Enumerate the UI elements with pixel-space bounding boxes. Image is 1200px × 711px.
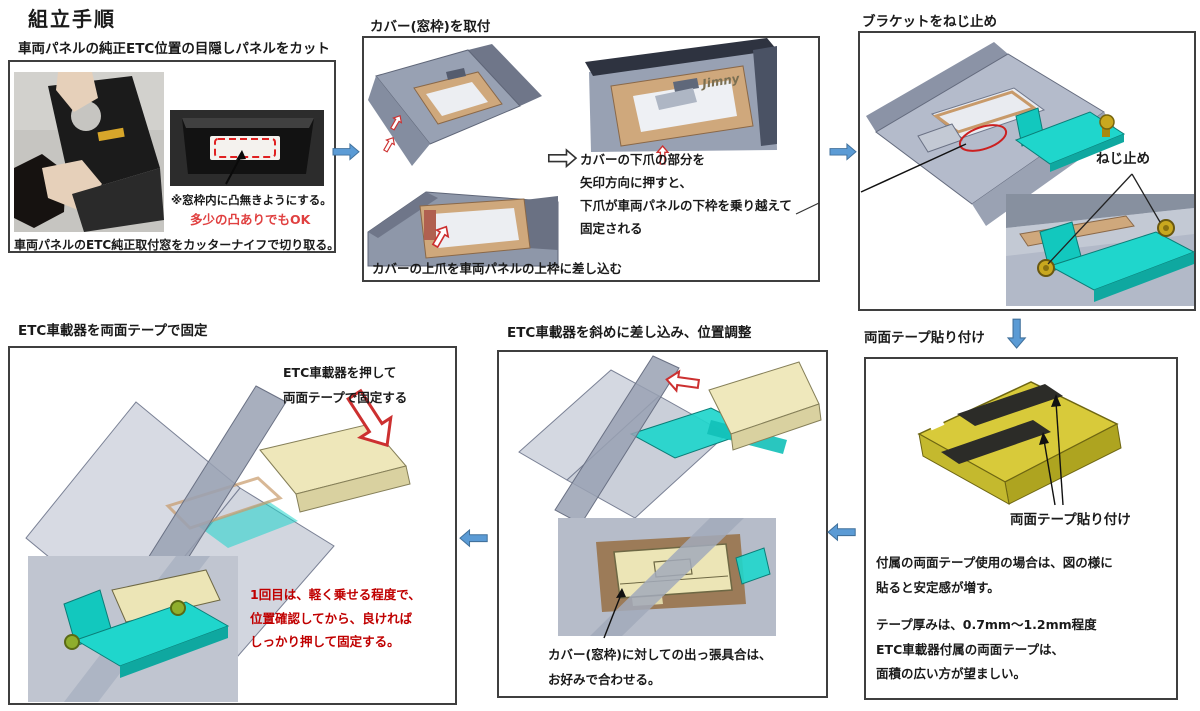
step5-title: ETC車載器を斜めに差し込み、位置調整 — [507, 325, 752, 341]
step3-screw-label: ねじ止め — [1096, 151, 1150, 167]
step1-title: 車両パネルの純正ETC位置の目隠しパネルをカット — [18, 41, 330, 57]
step4-para2: テープ厚みは、0.7mm〜1.2mm程度 ETC車載器付属の両面テープは、 面積… — [876, 617, 1097, 681]
step6-warning: 1回目は、軽く乗せる程度で、 位置確認してから、良ければ しっかり押して固定する… — [250, 587, 421, 649]
step2-note: カバーの下爪の部分を 矢印方向に押すと、 下爪が車両パネルの下枠を乗り越えて 固… — [580, 152, 792, 236]
step2-title: カバー(窓枠)を取付 — [370, 19, 491, 35]
step3-panel — [858, 31, 1196, 311]
step4-para1: 付属の両面テープ使用の場合は、図の様に 貼ると安定感が増す。 — [876, 555, 1113, 595]
step1-note-ok: 多少の凸ありでもOK — [190, 212, 311, 227]
step2-caption: カバーの上爪を車両パネルの上枠に差し込む — [372, 261, 623, 276]
step5-caption: カバー(窓枠)に対しての出っ張具合は、 お好みで合わせる。 — [548, 647, 772, 687]
flow-arrow-down-3 — [1007, 318, 1026, 349]
flow-arrow-right-1 — [332, 143, 360, 161]
step4-title: 両面テープ貼り付け — [864, 330, 985, 346]
flow-arrow-left-5 — [459, 529, 488, 547]
page-title: 組立手順 — [28, 7, 116, 31]
flow-arrow-left-4 — [827, 523, 856, 541]
step6-note: ETC車載器を押して 両面テープで固定する — [283, 365, 408, 405]
flow-arrow-right-2 — [829, 143, 857, 161]
step1-note: ※窓枠内に凸無きようにする。 — [171, 193, 332, 207]
step6-title: ETC車載器を両面テープで固定 — [18, 323, 208, 339]
step1-caption: 車両パネルのETC純正取付窓をカッターナイフで切り取る。 — [14, 238, 340, 252]
step3-title: ブラケットをねじ止め — [862, 14, 997, 30]
step4-tape-label: 両面テープ貼り付け — [1010, 512, 1131, 528]
